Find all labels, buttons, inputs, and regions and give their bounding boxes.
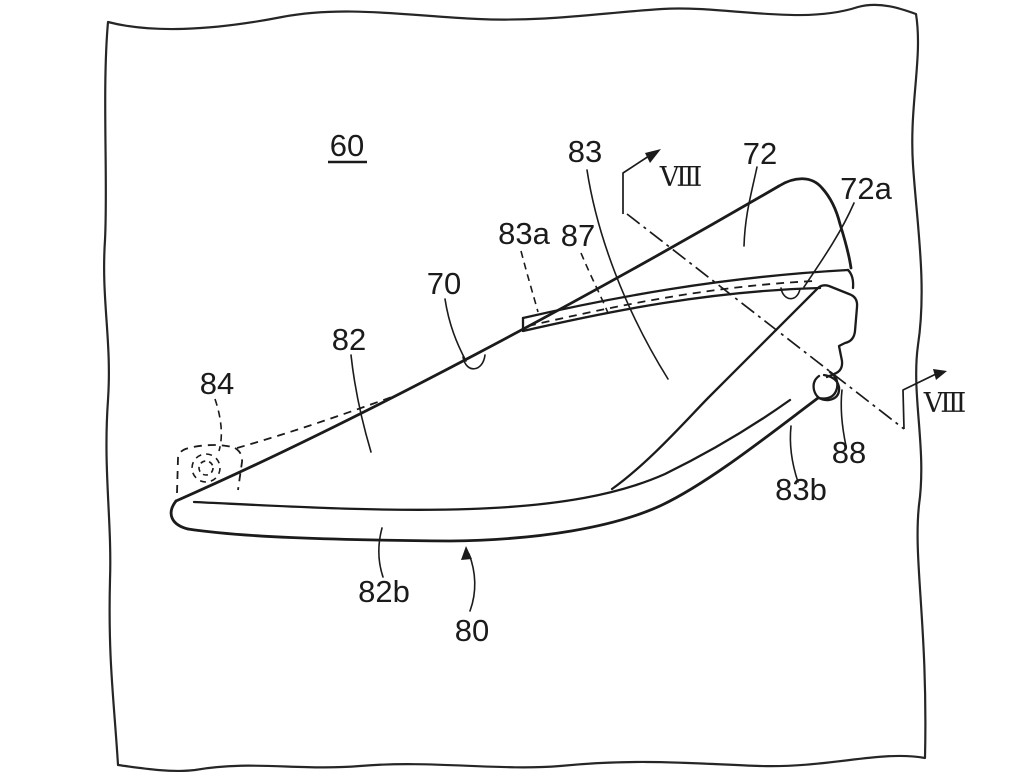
leader-72 bbox=[743, 166, 758, 247]
label-72: 72 bbox=[743, 136, 777, 171]
leader-80-arrow-shaft bbox=[468, 553, 476, 612]
wing-top-leading-edge bbox=[174, 184, 781, 503]
label-70: 70 bbox=[427, 266, 461, 301]
leader-72a bbox=[803, 202, 855, 288]
mount-tab-hidden-outline-right bbox=[234, 447, 244, 491]
fin-peak-and-trailing-edge bbox=[777, 177, 853, 270]
leader-83a bbox=[520, 250, 539, 313]
figure-frame-border bbox=[103, 3, 927, 773]
label-83b: 83b bbox=[775, 472, 827, 507]
leader-70 bbox=[444, 298, 467, 362]
mount-tab-hidden-outline-left bbox=[176, 444, 236, 494]
label-83: 83 bbox=[568, 134, 602, 169]
leader-70-surface-mark bbox=[462, 354, 486, 370]
bracket-plate-outline bbox=[816, 284, 859, 379]
label-82: 82 bbox=[332, 322, 366, 357]
section-marker-top bbox=[622, 153, 653, 214]
section-label-top: Ⅷ bbox=[659, 162, 703, 193]
section-line bbox=[626, 213, 905, 430]
hidden-top-edge bbox=[236, 393, 401, 449]
wing-front-tip-hook bbox=[169, 499, 190, 531]
leader-72a-surface-mark bbox=[780, 287, 801, 300]
label-82b: 82b bbox=[358, 574, 410, 609]
trim-strip-top-edge bbox=[521, 268, 850, 320]
trim-strip-right-end bbox=[846, 268, 855, 290]
bracket-left-edge bbox=[610, 287, 819, 491]
mount-hole-inner-hidden bbox=[198, 460, 214, 476]
label-84: 84 bbox=[200, 366, 234, 401]
figure-number: 60 bbox=[330, 128, 364, 163]
leader-87 bbox=[580, 252, 609, 314]
label-87: 87 bbox=[561, 218, 595, 253]
section-label-right: Ⅷ bbox=[923, 388, 967, 419]
trim-strip-hidden-centerline bbox=[527, 280, 816, 327]
section-arrow-top bbox=[645, 149, 661, 163]
leader-80-arrowhead bbox=[461, 546, 472, 560]
mount-hole-outer-hidden bbox=[191, 453, 221, 483]
leader-82 bbox=[350, 354, 372, 453]
leader-88 bbox=[840, 389, 847, 447]
leader-82b bbox=[377, 527, 384, 578]
section-marker-right bbox=[902, 373, 937, 430]
label-88: 88 bbox=[832, 435, 866, 470]
leader-83b bbox=[789, 425, 799, 483]
label-83a: 83a bbox=[498, 216, 550, 251]
section-arrow-right bbox=[933, 369, 947, 380]
leader-84 bbox=[214, 398, 223, 452]
label-72a: 72a bbox=[840, 171, 892, 206]
wing-bottom-outer-edge bbox=[186, 396, 820, 543]
leader-83 bbox=[586, 169, 669, 380]
trim-strip-bottom-edge bbox=[521, 286, 822, 333]
wing-bottom-inner-edge bbox=[192, 398, 792, 511]
label-80: 80 bbox=[455, 613, 489, 648]
